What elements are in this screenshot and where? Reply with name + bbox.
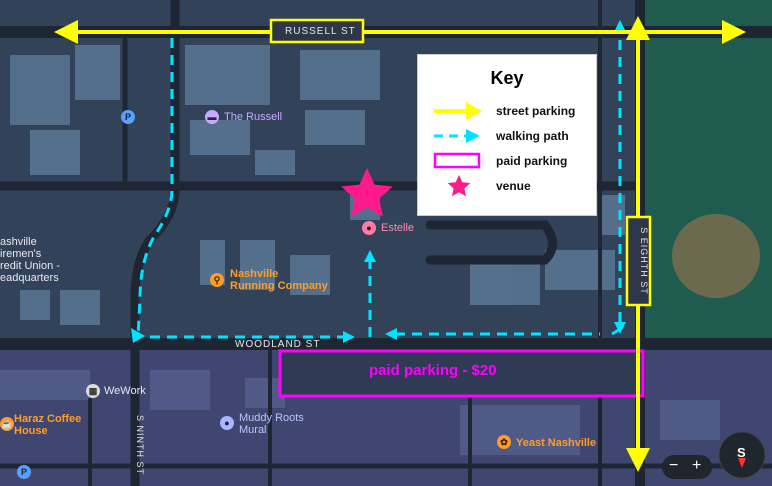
haraz-label[interactable]: Haraz Coffee House: [14, 413, 82, 437]
parking-symbol: P: [124, 112, 131, 122]
paid-parking-area: [278, 349, 645, 398]
key-label-venue: venue: [496, 179, 531, 193]
key-label-paid-parking: paid parking: [496, 154, 568, 168]
estelle-pin-icon[interactable]: ●: [362, 221, 376, 235]
zoom-out-button[interactable]: −: [669, 457, 679, 474]
parking-pin-bottom[interactable]: P: [17, 465, 31, 479]
parking-pin-top[interactable]: P: [121, 110, 135, 124]
magenta-rectangle-icon: [433, 152, 481, 169]
venue-star: [341, 168, 393, 217]
key-label-walking-path: walking path: [496, 129, 569, 143]
running-shoe-icon[interactable]: ⚲: [210, 273, 224, 287]
wework-icon[interactable]: ▦: [86, 384, 100, 398]
parking-symbol: P: [20, 467, 27, 477]
pink-star-icon: [447, 175, 471, 197]
the-russell-label[interactable]: The Russell: [224, 111, 283, 123]
zoom-in-button[interactable]: +: [692, 457, 702, 474]
cyan-dashed-arrow-icon: [434, 129, 480, 143]
woodland-st-label: WOODLAND ST: [235, 339, 321, 350]
paid-parking-label: paid parking - $20: [369, 362, 497, 379]
yellow-arrow-icon: [434, 102, 482, 120]
hotel-icon[interactable]: ▬: [205, 110, 219, 124]
russell-st-label: RUSSELL ST: [285, 26, 356, 37]
eighth-st-label: S EIGHTH ST: [639, 227, 649, 295]
yeast-icon[interactable]: ✿: [497, 435, 511, 449]
wework-label[interactable]: WeWork: [104, 385, 146, 397]
credit-union-label[interactable]: ashville iremen's redit Union - eadquart…: [0, 236, 60, 284]
ninth-st-label: S NINTH ST: [135, 414, 145, 475]
key-symbols: [433, 102, 482, 197]
estelle-label[interactable]: Estelle: [381, 222, 415, 234]
mural-icon[interactable]: ●: [220, 416, 234, 430]
walking-path: [136, 38, 623, 339]
key-label-street-parking: street parking: [496, 104, 576, 118]
map-key: Key street parking walking path paid par…: [417, 54, 597, 216]
key-title: Key: [490, 68, 524, 88]
yeast-label[interactable]: Yeast Nashville: [516, 437, 597, 449]
compass-letter[interactable]: S: [737, 445, 746, 460]
muddy-roots-label[interactable]: Muddy Roots Mural: [239, 412, 304, 436]
coffee-icon[interactable]: ☕: [0, 417, 14, 431]
nashville-running-label[interactable]: Nashville Running Company: [230, 268, 328, 292]
